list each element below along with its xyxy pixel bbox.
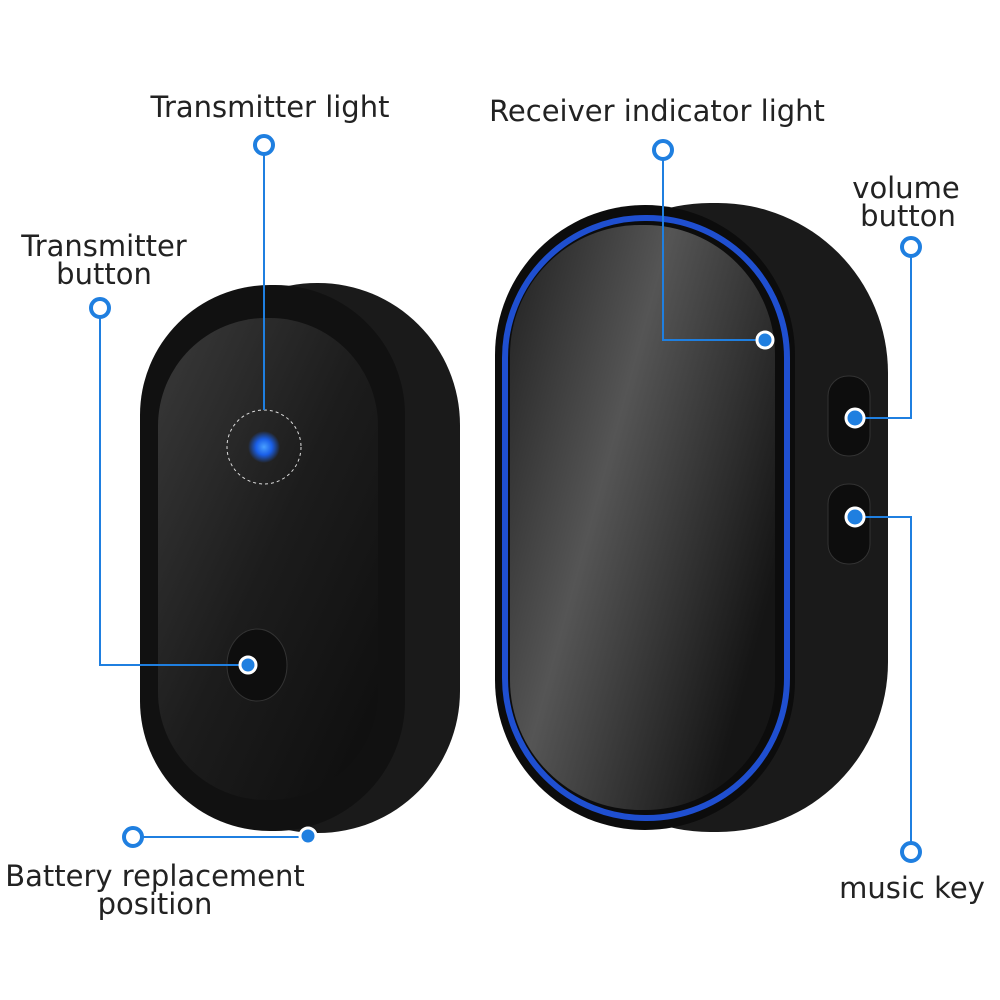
ring-icon: [900, 841, 922, 863]
dot-icon: [298, 826, 318, 846]
receiver: [495, 203, 888, 832]
callout-dots: [238, 330, 866, 846]
label-battery-line1: Battery replacement: [5, 859, 305, 893]
label-receiver-light: Receiver indicator light: [489, 94, 825, 128]
dot-icon: [238, 655, 258, 675]
transmitter: [140, 283, 460, 833]
label-battery-line2: position: [97, 887, 213, 921]
label-transmitter-light: Transmitter light: [150, 90, 390, 124]
ring-icon: [253, 134, 275, 156]
label-music-key: music key: [839, 871, 985, 905]
label-volume-line1: volume: [852, 171, 960, 205]
dot-icon: [844, 506, 866, 528]
leader-lines: [99, 154, 912, 843]
ring-icon: [900, 236, 922, 258]
dot-icon: [844, 407, 866, 429]
ring-icon: [89, 297, 111, 319]
ring-icon: [652, 139, 674, 161]
dot-icon: [755, 330, 775, 350]
ring-icon: [122, 826, 144, 848]
label-transmitter-button-line1: Transmitter: [21, 229, 187, 263]
label-transmitter-button-line2: button: [56, 257, 152, 291]
label-volume-line2: button: [860, 199, 956, 233]
transmitter-led: [248, 431, 280, 463]
callout-rings: [89, 134, 922, 863]
